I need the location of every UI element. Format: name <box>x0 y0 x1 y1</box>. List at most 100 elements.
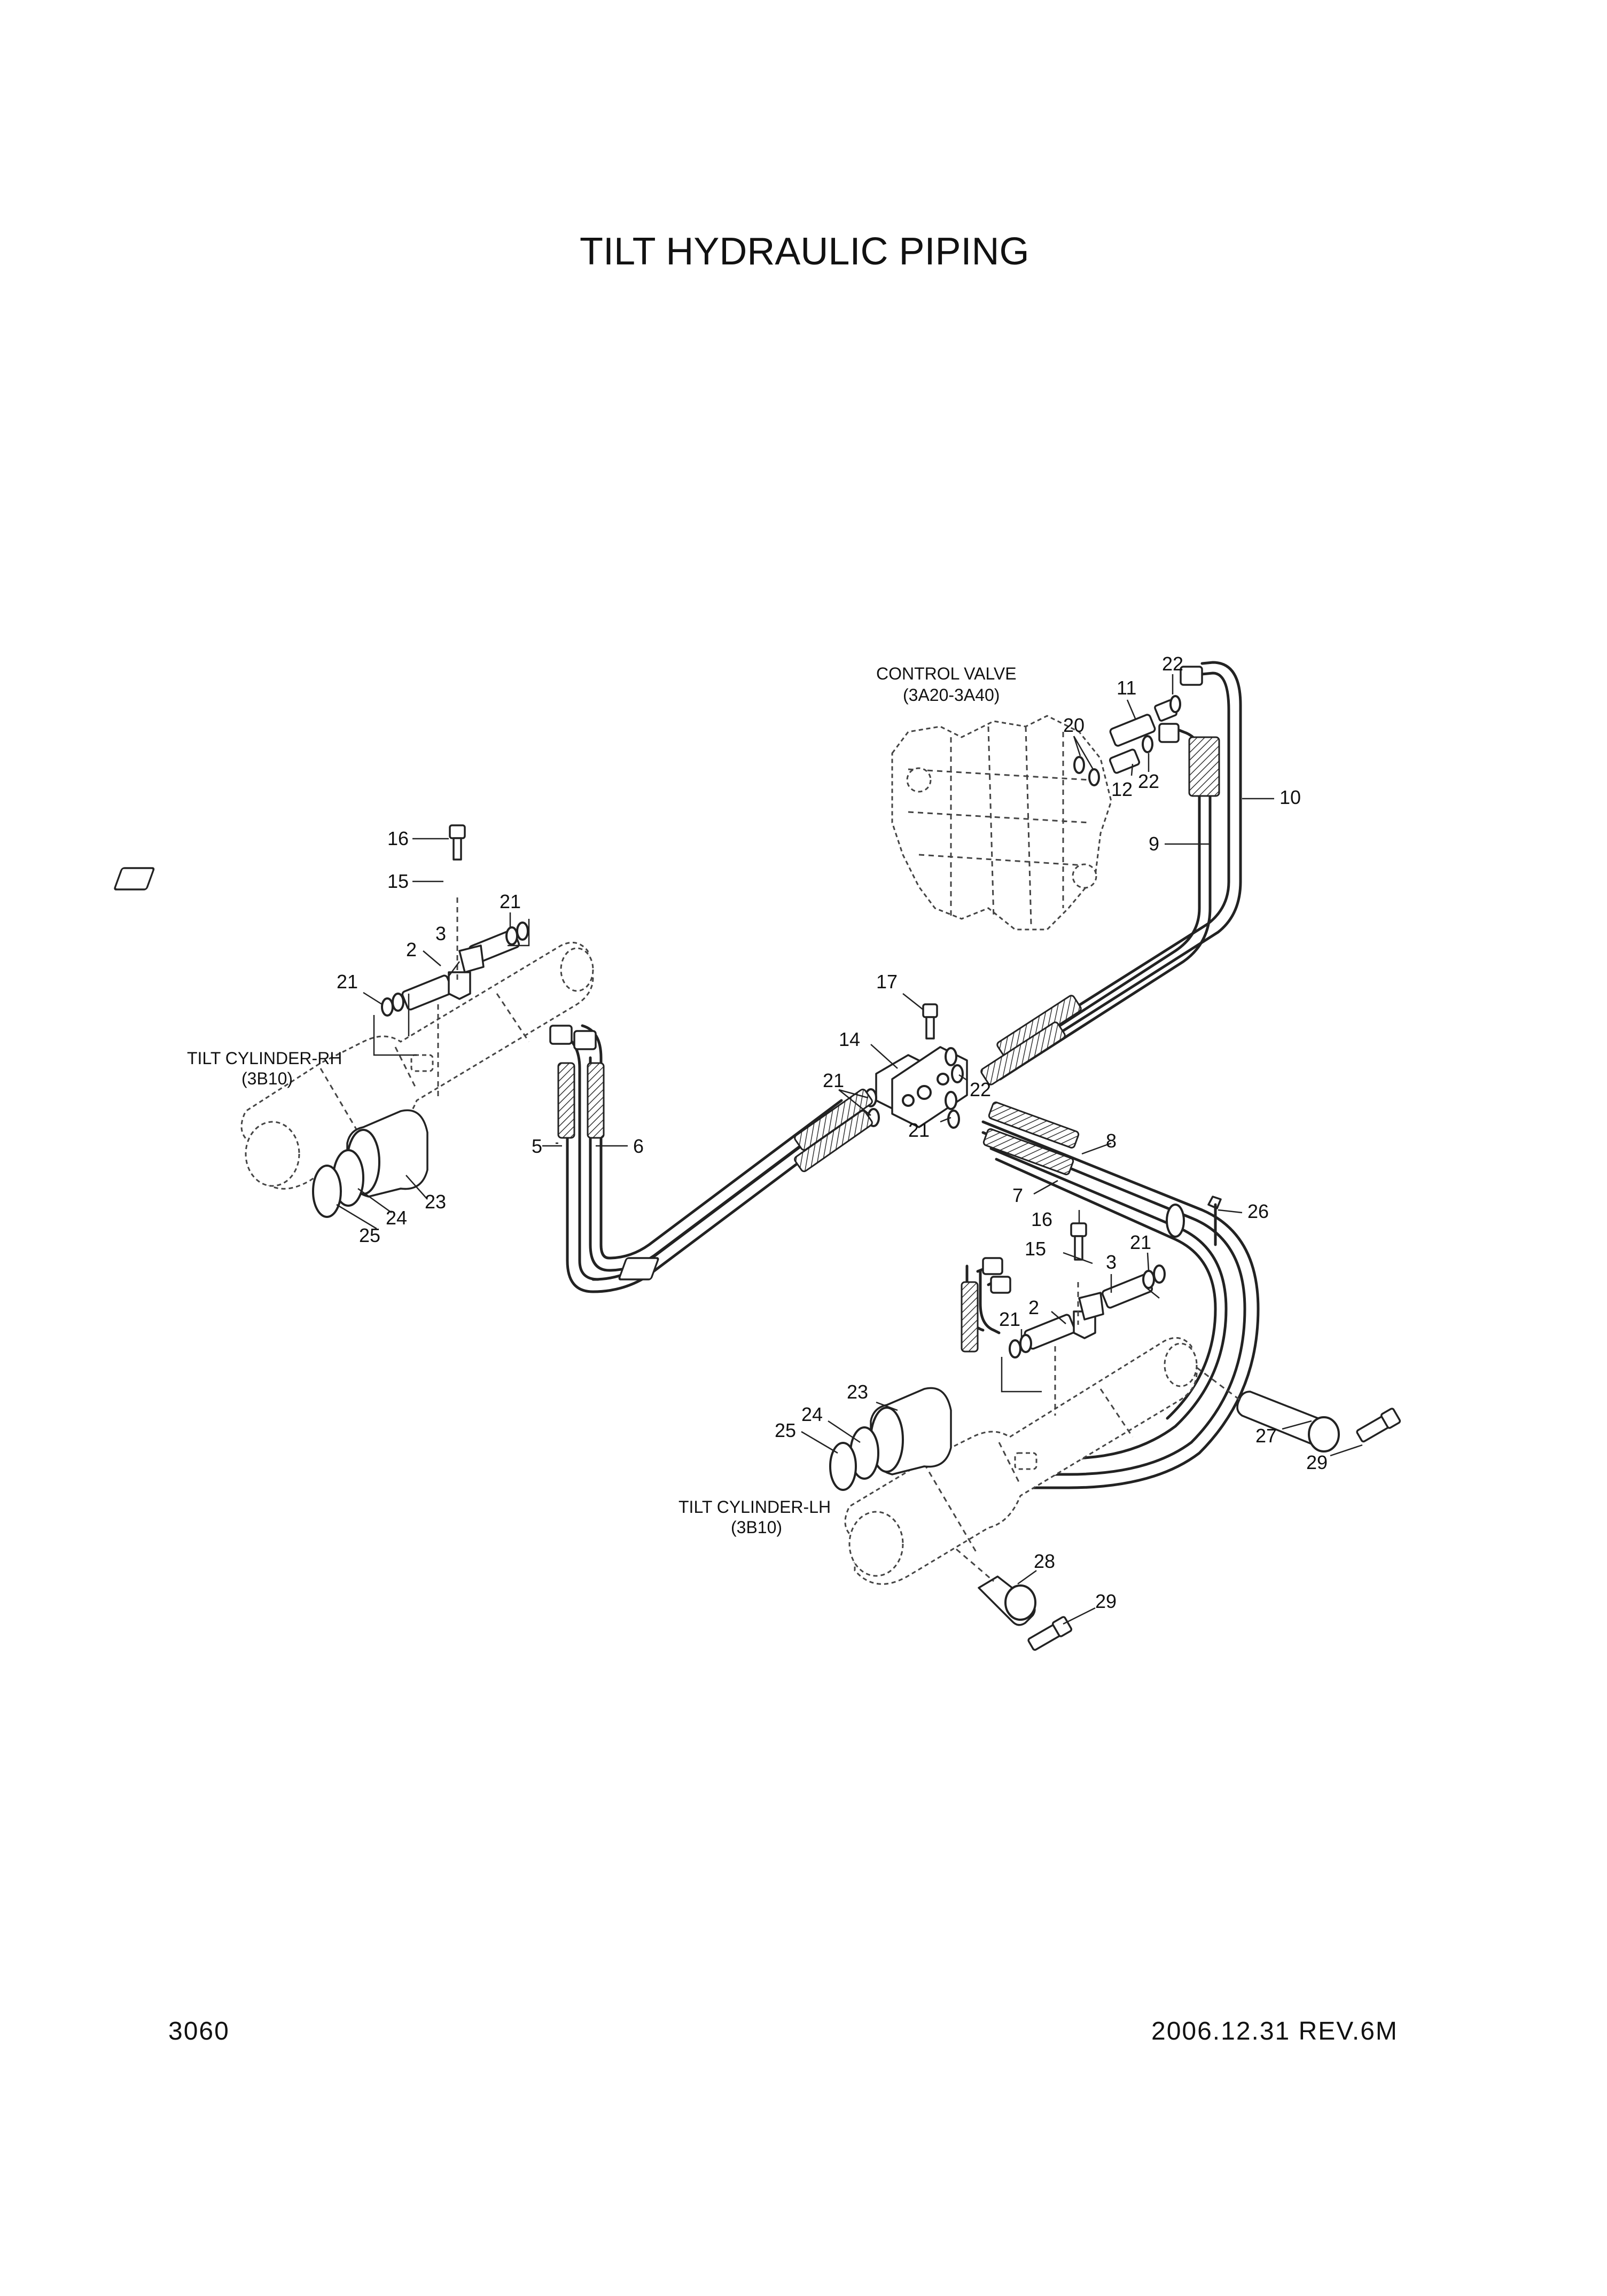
callout-21-lh-left: 21 <box>999 1308 1020 1330</box>
plate-15-lh <box>618 1257 659 1280</box>
cylinder-rh-ref: (3B10) <box>241 1069 293 1088</box>
pin-28 <box>978 1575 1036 1626</box>
page-number: 3060 <box>168 2017 230 2045</box>
pipe-5-hose <box>557 1062 575 1139</box>
leader-lines <box>336 674 1363 1625</box>
pipe-9 <box>992 725 1220 1081</box>
plate-15-rh <box>114 867 155 891</box>
diagram-title: TILT HYDRAULIC PIPING <box>580 230 1029 273</box>
pin-27 <box>1236 1391 1340 1452</box>
o-ring-21-rh-left <box>381 997 394 1017</box>
o-ring-21-lh-left <box>1009 1339 1021 1358</box>
callout-21-center: 21 <box>823 1069 844 1091</box>
o-ring-20 <box>1073 756 1085 774</box>
control-valve-ref: (3A20-3A40) <box>903 685 1000 705</box>
callout-2-rh: 2 <box>406 939 417 960</box>
callout-22-top: 22 <box>1162 653 1183 675</box>
callout-14: 14 <box>839 1028 860 1050</box>
callout-7: 7 <box>1012 1184 1023 1206</box>
o-ring-21-lh-top <box>1142 1270 1155 1289</box>
callout-29-right: 29 <box>1306 1451 1328 1473</box>
callout-15-lh: 15 <box>1025 1238 1046 1260</box>
cylinder-lh-label: TILT CYLINDER-LH <box>678 1497 831 1517</box>
callout-5: 5 <box>532 1135 542 1157</box>
callout-16-lh: 16 <box>1031 1208 1052 1230</box>
control-valve-phantom <box>891 715 1112 931</box>
pipe-10-end-nut <box>1180 666 1203 686</box>
revision-stamp: 2006.12.31 REV.6M <box>1151 2017 1398 2045</box>
callout-15-rh: 15 <box>387 870 409 892</box>
o-ring-22b <box>1142 735 1153 753</box>
bolt-29-right <box>1356 1408 1401 1443</box>
lh-bracket-lines <box>1001 1287 1160 1393</box>
callout-20: 20 <box>1063 714 1085 736</box>
cylinder-rh-label: TILT CYLINDER-RH <box>187 1049 342 1068</box>
pipe-7-hose-lower <box>961 1281 979 1353</box>
bolt-16-rh <box>449 824 466 861</box>
callout-24-rh: 24 <box>386 1207 407 1229</box>
callout-6: 6 <box>633 1135 644 1157</box>
pin-axes <box>956 1366 1240 1582</box>
callout-16-rh: 16 <box>387 827 409 849</box>
callout-25-lh: 25 <box>775 1419 796 1441</box>
bolt-29-bottom <box>1027 1616 1073 1651</box>
callout-12: 12 <box>1111 778 1133 800</box>
o-ring-21-lh-left-b <box>1019 1334 1032 1353</box>
callout-25-rh: 25 <box>359 1224 380 1246</box>
control-valve-label: CONTROL VALVE <box>876 664 1017 683</box>
o-ring-22 <box>1169 695 1181 713</box>
callout-21-rh-top: 21 <box>500 891 521 912</box>
callout-10: 10 <box>1280 786 1301 808</box>
o-ring-21-rh-top <box>505 926 518 946</box>
o-ring-21-rh-left-b <box>392 993 404 1012</box>
ring-25-lh <box>829 1442 857 1491</box>
bolt-16-lh <box>1070 1222 1087 1261</box>
fitting-12 <box>1109 748 1141 774</box>
callout-23-lh: 23 <box>847 1381 868 1403</box>
o-ring-22-center-b <box>951 1064 964 1083</box>
bushing-23-lh <box>870 1387 952 1475</box>
cylinder-lh-ref: (3B10) <box>731 1518 782 1537</box>
pipe-5-end-nut <box>549 1025 573 1045</box>
o-ring-21-lh-top-b <box>1153 1264 1166 1284</box>
callout-21-center-low: 21 <box>908 1119 930 1141</box>
callout-23-rh: 23 <box>425 1191 446 1213</box>
fitting-2-rh <box>401 971 471 1011</box>
callout-3-lh: 3 <box>1106 1251 1117 1273</box>
pipe-9-end-nut <box>1158 723 1180 743</box>
callout-21-rh-left: 21 <box>337 971 358 993</box>
pipe-6-fitting-hose <box>794 1110 873 1173</box>
pipe-7-fitting-hose <box>982 1128 1074 1175</box>
pipe-6-hose <box>587 1062 605 1139</box>
callout-11: 11 <box>1117 677 1136 699</box>
callout-27: 27 <box>1255 1425 1277 1447</box>
callout-29-bottom: 29 <box>1095 1590 1117 1612</box>
tilt-cylinder-lh <box>844 1337 1198 1585</box>
o-ring-22-center <box>945 1047 957 1066</box>
pipe-8-fitting-hose <box>988 1102 1080 1149</box>
callout-2-lh: 2 <box>1028 1297 1039 1318</box>
tilt-cylinder-rh <box>240 941 594 1190</box>
o-ring-21-center-d <box>947 1110 960 1129</box>
bolt-17 <box>922 1003 938 1040</box>
o-ring-21-rh-top-b <box>516 921 529 941</box>
callout-28: 28 <box>1034 1550 1055 1572</box>
callout-21-lh-top: 21 <box>1130 1231 1151 1253</box>
pipe-8-lh-nut <box>982 1257 1003 1275</box>
pipe-10 <box>1003 661 1242 1065</box>
callout-3-rh: 3 <box>435 923 446 944</box>
callout-17: 17 <box>876 971 898 993</box>
pipe-10-fitting-hose <box>980 1021 1066 1085</box>
callout-26: 26 <box>1247 1200 1269 1222</box>
callout-9: 9 <box>1149 833 1159 855</box>
pipe-7-lh-nut <box>990 1276 1011 1294</box>
rh-bracket-lines <box>373 919 530 1056</box>
ring-25-rh <box>312 1165 342 1218</box>
o-ring-20b <box>1088 768 1100 786</box>
fitting-3-lh <box>1078 1274 1153 1321</box>
callout-8: 8 <box>1106 1130 1117 1152</box>
callout-22-center: 22 <box>970 1079 991 1100</box>
clamp-26 <box>1166 1196 1222 1246</box>
callout-22-mid: 22 <box>1138 770 1159 792</box>
